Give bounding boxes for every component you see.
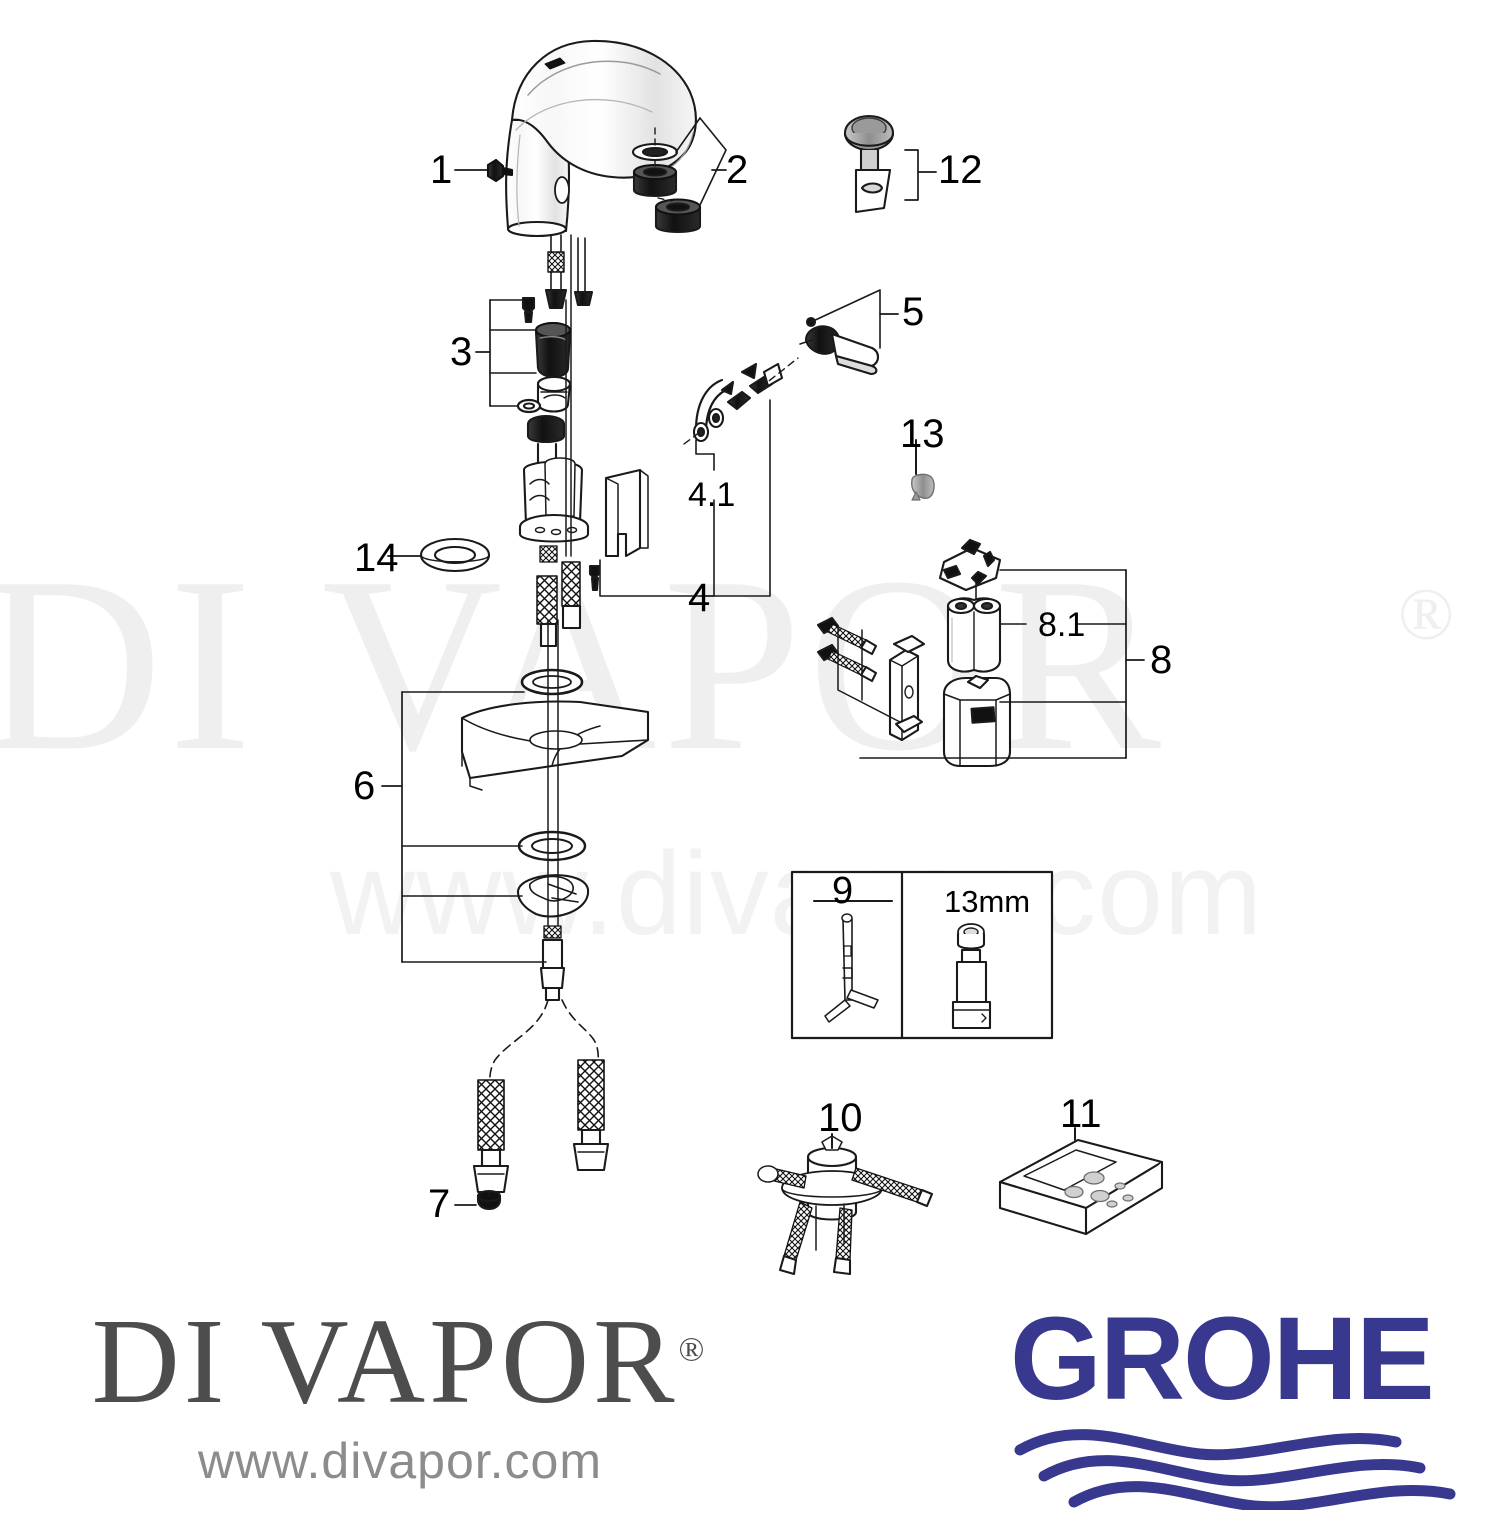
- callout-4-1: 4.1: [688, 476, 736, 514]
- callout-10: 10: [818, 1096, 863, 1140]
- footer: DI VAPOR® www.divapor.com GROHE: [0, 1290, 1500, 1513]
- part-remote-control: [998, 1138, 1164, 1236]
- exploded-parts-drawing: [381, 39, 1164, 1276]
- part-solenoid-set: [516, 296, 572, 414]
- divapor-registered-icon: ®: [678, 1331, 709, 1369]
- callout-3: 3: [450, 330, 473, 374]
- callout-1: 1: [430, 148, 453, 192]
- grohe-waves-icon: [1014, 1429, 1456, 1513]
- tool-panel-label-13mm: 13mm: [944, 884, 1031, 919]
- grohe-wordmark: GROHE: [1010, 1293, 1435, 1425]
- callout-7: 7: [428, 1182, 451, 1226]
- callout-8-1: 8.1: [1038, 606, 1086, 644]
- callout-5: 5: [902, 290, 925, 334]
- part-sealing-washer: [419, 537, 491, 573]
- divapor-url: www.divapor.com: [197, 1433, 603, 1490]
- tool-panel: [790, 870, 1054, 1040]
- part-battery-module: [816, 538, 1012, 768]
- callout-12: 12: [938, 148, 983, 192]
- callout-6: 6: [353, 764, 376, 808]
- tool-service-key: [824, 913, 879, 1023]
- part-cable-bundle: [536, 234, 601, 648]
- callout-13: 13: [900, 412, 945, 456]
- part-fixing-bracket-kit: [757, 1135, 934, 1276]
- callout-14: 14: [354, 536, 399, 580]
- part-angle-valve: [683, 357, 799, 445]
- part-cap-plug: [911, 473, 935, 501]
- divapor-logo: DI VAPOR® www.divapor.com: [40, 1297, 760, 1490]
- callout-8: 8: [1150, 638, 1173, 682]
- part-aerator-set: [631, 127, 702, 234]
- callout-11: 11: [1060, 1092, 1102, 1136]
- part-grub-screw: [486, 158, 514, 183]
- part-sensor-cover: [843, 114, 895, 214]
- divapor-wordmark: DI VAPOR®: [92, 1297, 709, 1426]
- divapor-name-text: DI VAPOR: [91, 1294, 679, 1429]
- callout-9: 9: [832, 870, 854, 912]
- callout-4: 4: [688, 576, 711, 620]
- callout-2: 2: [726, 148, 749, 192]
- part-mixing-lever: [799, 316, 880, 376]
- tool-socket-13mm: [951, 923, 992, 1030]
- part-flexible-hoses: [472, 999, 610, 1211]
- part-sensor-core: [518, 414, 590, 543]
- grohe-logo: GROHE: [1010, 1300, 1490, 1515]
- part-riser-assembly: [544, 234, 594, 310]
- part-mounting-plate-set: [460, 619, 650, 1002]
- part-mounting-clip: [604, 468, 649, 558]
